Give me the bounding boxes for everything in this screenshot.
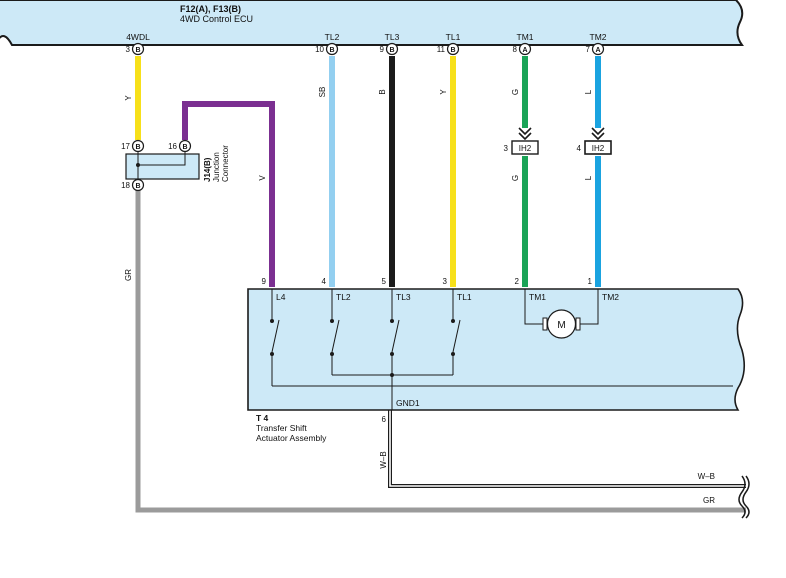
junction-name-1: Junction — [212, 152, 221, 182]
actuator-gnd-label: GND1 — [396, 398, 420, 408]
wire-label-gr: GR — [124, 269, 133, 281]
actuator-term-tl3: TL3 — [396, 292, 411, 302]
ecu-pin-tl3: B 9 — [380, 42, 399, 56]
ecu-pin-tm2: A 7 — [586, 42, 605, 56]
motor-symbol: M — [542, 309, 581, 339]
wire-label-tl2: SB — [318, 87, 327, 98]
actuator-term-tm2: TM2 — [602, 292, 619, 302]
svg-text:B: B — [329, 47, 334, 54]
svg-text:3: 3 — [504, 144, 509, 153]
break-mark-2 — [742, 475, 750, 519]
svg-text:8: 8 — [513, 45, 518, 54]
junction-connector — [125, 146, 200, 185]
switch-contacts — [270, 319, 455, 377]
wire-label-wb: W–B — [379, 451, 388, 468]
actuator-pin-tl3: 5 — [382, 277, 387, 286]
actuator-pin-tl1: 3 — [443, 277, 448, 286]
junction-pin-18: B 18 — [121, 178, 145, 192]
svg-text:B: B — [389, 47, 394, 54]
actuator-box — [247, 288, 746, 411]
svg-text:10: 10 — [315, 45, 324, 54]
svg-text:3: 3 — [126, 45, 131, 54]
break-mark — [738, 475, 746, 519]
svg-text:IH2: IH2 — [592, 144, 605, 153]
junction-code: J14(B) — [203, 157, 212, 182]
svg-text:B: B — [182, 144, 187, 151]
ecu-pin-tl1: B 11 — [437, 42, 460, 56]
actuator-pin-tm2: 1 — [588, 277, 593, 286]
ecu-name: 4WD Control ECU — [180, 14, 253, 24]
actuator-term-l4: L4 — [276, 292, 286, 302]
ecu-term-tm1: TM1 — [517, 32, 534, 42]
junction-pin-17: B 17 — [121, 139, 145, 153]
ih2-connector-tm2: IH2 4 — [577, 127, 612, 155]
right-label-wb: W–B — [698, 472, 715, 481]
svg-text:B: B — [450, 47, 455, 54]
svg-text:16: 16 — [168, 142, 177, 151]
actuator-term-tm1: TM1 — [529, 292, 546, 302]
right-label-gr: GR — [703, 496, 715, 505]
wire-label-tm1-top: G — [511, 89, 520, 95]
svg-text:M: M — [557, 320, 565, 331]
actuator-name-2: Actuator Assembly — [256, 433, 327, 443]
svg-text:11: 11 — [437, 45, 446, 54]
svg-text:B: B — [135, 183, 140, 190]
actuator-pin-tm1: 2 — [515, 277, 520, 286]
wire-label-tl1: Y — [439, 89, 448, 95]
wire-label-l4: V — [258, 175, 267, 181]
wire-label-tm2-top: L — [584, 89, 593, 94]
svg-text:18: 18 — [121, 181, 130, 190]
svg-text:A: A — [522, 47, 527, 54]
ecu-pin-4wdl: B 3 — [126, 42, 145, 56]
actuator-gnd-pin: 6 — [382, 415, 387, 424]
svg-text:A: A — [595, 47, 600, 54]
junction-name-2: Connector — [221, 145, 230, 182]
wire-label-4wdl: Y — [124, 95, 133, 101]
svg-text:17: 17 — [121, 142, 130, 151]
ecu-term-4wdl: 4WDL — [126, 32, 150, 42]
junction-pin-16: B 16 — [168, 139, 192, 153]
ecu-term-tl3: TL3 — [385, 32, 400, 42]
actuator-term-tl1: TL1 — [457, 292, 472, 302]
wire-gr — [135, 190, 746, 513]
actuator-term-tl2: TL2 — [336, 292, 351, 302]
actuator-pin-l4: 9 — [262, 277, 267, 286]
svg-text:7: 7 — [586, 45, 591, 54]
wire-label-tm2-bottom: L — [584, 175, 593, 180]
svg-text:B: B — [135, 47, 140, 54]
actuator-code: T 4 — [256, 413, 269, 423]
ecu-connectors: F12(A), F13(B) — [180, 4, 241, 14]
ecu-box — [0, 0, 744, 46]
svg-text:9: 9 — [380, 45, 385, 54]
wire-label-tl3: B — [378, 89, 387, 94]
svg-text:IH2: IH2 — [519, 144, 532, 153]
svg-text:B: B — [135, 144, 140, 151]
wire-label-tm1-bottom: G — [511, 175, 520, 181]
ecu-pin-tm1: A 8 — [513, 42, 532, 56]
ih2-connector-tm1: IH2 3 — [504, 127, 539, 155]
ecu-term-tl1: TL1 — [446, 32, 461, 42]
actuator-pin-tl2: 4 — [322, 277, 327, 286]
ecu-term-tm2: TM2 — [590, 32, 607, 42]
wire-wb-inner — [389, 410, 746, 487]
actuator-name-1: Transfer Shift — [256, 423, 307, 433]
ecu-pin-tl2: B 10 — [315, 42, 339, 56]
wire-l4 — [182, 101, 275, 287]
svg-text:4: 4 — [577, 144, 582, 153]
wire-wb-outer — [388, 410, 746, 488]
switch-circuit — [271, 289, 733, 410]
ecu-term-tl2: TL2 — [325, 32, 340, 42]
